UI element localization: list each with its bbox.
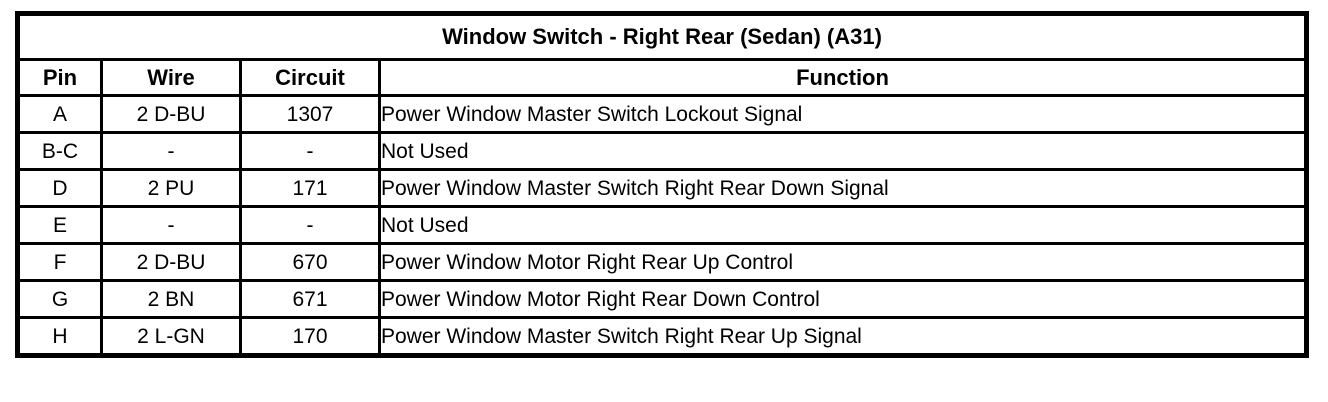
- table-row: H 2 L-GN 170 Power Window Master Switch …: [16, 316, 1308, 357]
- wire-cell: 2 L-GN: [100, 316, 242, 357]
- table-row: E - - Not Used: [16, 205, 1308, 245]
- pin-cell: B-C: [16, 131, 103, 171]
- wire-cell: 2 PU: [100, 168, 242, 208]
- table-header-row: Pin Wire Circuit Function: [16, 58, 1308, 97]
- table-title-row: Window Switch - Right Rear (Sedan) (A31): [16, 12, 1308, 61]
- table-row: F 2 D-BU 670 Power Window Motor Right Re…: [16, 242, 1308, 282]
- wire-cell: -: [100, 131, 242, 171]
- pin-cell: H: [16, 316, 103, 357]
- pin-cell: A: [16, 94, 103, 134]
- circuit-cell: 170: [239, 316, 381, 357]
- wire-cell: 2 D-BU: [100, 242, 242, 282]
- function-cell: Power Window Master Switch Right Rear Up…: [378, 316, 1308, 357]
- column-header-wire: Wire: [100, 58, 242, 97]
- circuit-cell: 171: [239, 168, 381, 208]
- function-cell: Not Used: [378, 205, 1308, 245]
- table-title: Window Switch - Right Rear (Sedan) (A31): [16, 12, 1308, 61]
- column-header-pin: Pin: [16, 58, 103, 97]
- window-switch-pinout-table: Window Switch - Right Rear (Sedan) (A31)…: [15, 11, 1309, 358]
- wire-cell: 2 BN: [100, 279, 242, 319]
- pin-cell: F: [16, 242, 103, 282]
- wire-cell: 2 D-BU: [100, 94, 242, 134]
- function-cell: Power Window Motor Right Rear Up Control: [378, 242, 1308, 282]
- table-row: B-C - - Not Used: [16, 131, 1308, 171]
- function-cell: Not Used: [378, 131, 1308, 171]
- wire-cell: -: [100, 205, 242, 245]
- function-cell: Power Window Motor Right Rear Down Contr…: [378, 279, 1308, 319]
- circuit-cell: -: [239, 131, 381, 171]
- pin-cell: D: [16, 168, 103, 208]
- function-cell: Power Window Master Switch Lockout Signa…: [378, 94, 1308, 134]
- pin-cell: E: [16, 205, 103, 245]
- column-header-circuit: Circuit: [239, 58, 381, 97]
- table-row: A 2 D-BU 1307 Power Window Master Switch…: [16, 94, 1308, 134]
- function-cell: Power Window Master Switch Right Rear Do…: [378, 168, 1308, 208]
- circuit-cell: 1307: [239, 94, 381, 134]
- circuit-cell: -: [239, 205, 381, 245]
- table-row: G 2 BN 671 Power Window Motor Right Rear…: [16, 279, 1308, 319]
- table-row: D 2 PU 171 Power Window Master Switch Ri…: [16, 168, 1308, 208]
- circuit-cell: 670: [239, 242, 381, 282]
- pin-cell: G: [16, 279, 103, 319]
- circuit-cell: 671: [239, 279, 381, 319]
- column-header-function: Function: [378, 58, 1308, 97]
